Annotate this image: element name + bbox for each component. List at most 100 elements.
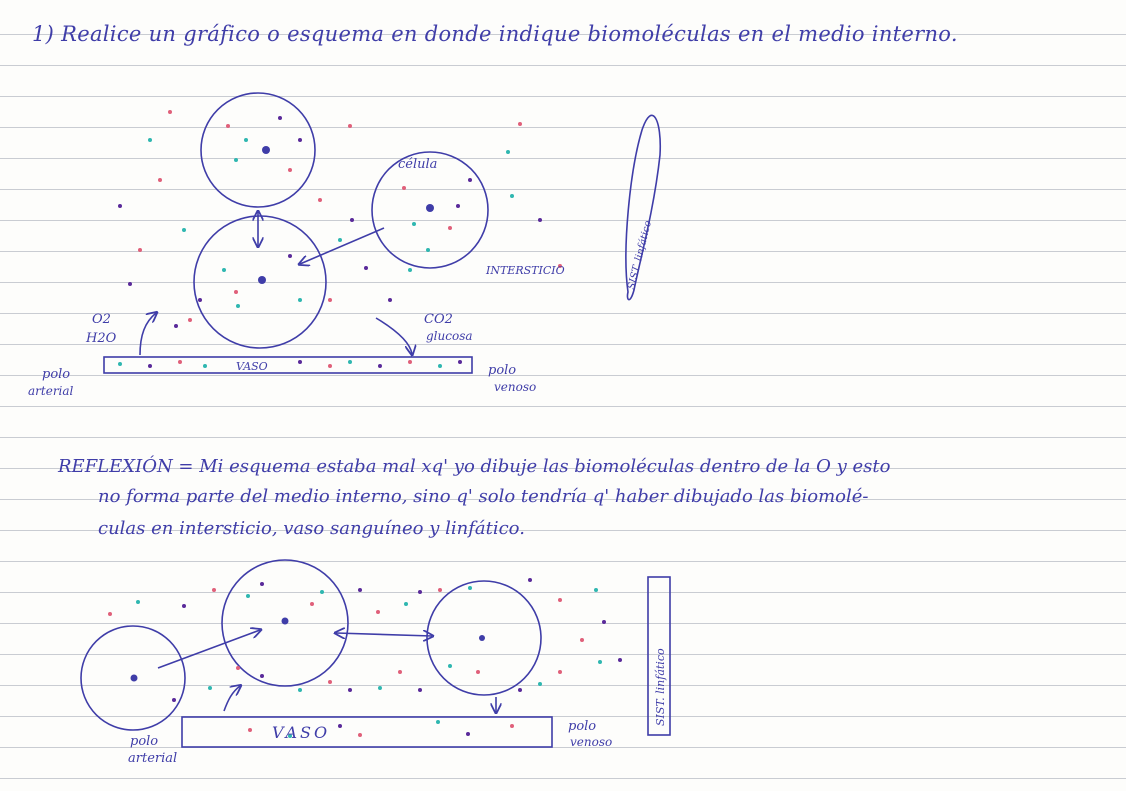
cell-2-middle (221, 559, 349, 687)
biomolecule-dot (378, 686, 382, 690)
biomolecule-dot (212, 588, 216, 592)
biomolecule-dot (136, 600, 140, 604)
biomolecule-dot (246, 594, 250, 598)
cell-top (200, 92, 316, 208)
cell-2-left (80, 625, 186, 731)
biomolecule-dot (138, 248, 142, 252)
biomolecule-dot (182, 228, 186, 232)
biomolecule-dot (328, 298, 332, 302)
biomolecule-dot (358, 733, 362, 737)
biomolecule-dot (438, 588, 442, 592)
biomolecule-dot (364, 266, 368, 270)
diagram-1 (103, 92, 662, 374)
glucose-label: glucosa (426, 329, 473, 343)
biomolecule-dot (328, 364, 332, 368)
biomolecule-dot (404, 602, 408, 606)
biomolecule-dot (538, 218, 542, 222)
lymphatic-2-label: SIST. linfático (654, 648, 667, 726)
biomolecule-dot (168, 110, 172, 114)
biomolecule-dot (398, 670, 402, 674)
biomolecule-dot (412, 222, 416, 226)
lymphatic-label: SIST. linfático (626, 220, 654, 291)
diagram-2-biomolecule-dots (108, 578, 622, 738)
reflection-line-3: culas en intersticio, vaso sanguíneo y l… (98, 518, 525, 539)
arrow-2-left-middle (157, 630, 260, 669)
venous-pole-2: venoso (494, 380, 536, 394)
biomolecule-dot (376, 610, 380, 614)
arterial-pole-2: arterial (28, 384, 74, 398)
arterial-pole-1: polo (42, 367, 70, 382)
vessel-label: VASO (236, 360, 268, 373)
biomolecule-dot (448, 226, 452, 230)
biomolecule-dot (128, 282, 132, 286)
arrow-co2 (375, 317, 412, 354)
biomolecule-dot (426, 248, 430, 252)
biomolecule-dot (198, 298, 202, 302)
co2-label: CO2 (424, 312, 453, 327)
biomolecule-dot (418, 590, 422, 594)
biomolecule-dot (358, 588, 362, 592)
biomolecule-dot (236, 304, 240, 308)
biomolecule-dot (178, 360, 182, 364)
biomolecule-dot (222, 268, 226, 272)
biomolecule-dot (288, 168, 292, 172)
biomolecule-dot (236, 666, 240, 670)
intersticio-label: INTERSTICIO (485, 264, 565, 277)
biomolecule-dot (148, 138, 152, 142)
biomolecule-dot (348, 360, 352, 364)
diagram-2 (80, 559, 671, 748)
biomolecule-dot (558, 598, 562, 602)
arterial-2-pole-2: arterial (128, 751, 177, 766)
biomolecule-dot (278, 116, 282, 120)
diagram-2-nuclei (130, 617, 485, 682)
biomolecule-dot (158, 178, 162, 182)
biomolecule-dot (378, 364, 382, 368)
diagram-1-biomolecule-dots (118, 110, 562, 368)
biomolecule-dot (538, 682, 542, 686)
biomolecule-dot (558, 670, 562, 674)
biomolecule-dot (594, 588, 598, 592)
biomolecule-dot (466, 732, 470, 736)
arrow-o2 (139, 313, 156, 356)
arrow-2-middle-right (336, 633, 432, 636)
biomolecule-dot (598, 660, 602, 664)
lymphatic-vessel (625, 114, 662, 301)
biomolecule-dot (348, 688, 352, 692)
biomolecule-dot (518, 688, 522, 692)
arrow-2-up (223, 686, 240, 712)
o2-label: O2 (92, 312, 111, 327)
vessel (103, 356, 473, 374)
biomolecule-dot (580, 638, 584, 642)
cell-label: célula (398, 157, 437, 172)
venous-2-pole-2: venoso (570, 735, 612, 749)
venous-2-pole-1: polo (568, 719, 596, 734)
biomolecule-dot (298, 138, 302, 142)
biomolecule-dot (234, 158, 238, 162)
cell-right (371, 151, 489, 269)
biomolecule-dot (310, 602, 314, 606)
reflection-line-1: REFLEXIÓN = Mi esquema estaba mal xq' yo… (58, 456, 891, 477)
biomolecule-dot (510, 194, 514, 198)
biomolecule-dot (148, 364, 152, 368)
biomolecule-dot (458, 360, 462, 364)
biomolecule-dot (172, 698, 176, 702)
biomolecule-dot (618, 658, 622, 662)
biomolecule-dot (408, 268, 412, 272)
biomolecule-dot (188, 318, 192, 322)
biomolecule-dot (350, 218, 354, 222)
biomolecule-dot (402, 186, 406, 190)
biomolecule-dot (108, 612, 112, 616)
biomolecule-dot (558, 264, 562, 268)
h2o-label: H2O (85, 331, 117, 346)
biomolecule-dot (510, 724, 514, 728)
biomolecule-dot (418, 688, 422, 692)
arterial-2-pole-1: polo (130, 734, 158, 749)
biomolecule-dot (288, 734, 292, 738)
lymphatic-box-2 (647, 576, 671, 736)
biomolecule-dot (248, 728, 252, 732)
vessel-2 (181, 716, 553, 748)
biomolecule-dot (260, 674, 264, 678)
vessel-2-label: VASO (272, 723, 330, 742)
exercise-heading: 1) Realice un gráfico o esquema en donde… (32, 22, 958, 46)
